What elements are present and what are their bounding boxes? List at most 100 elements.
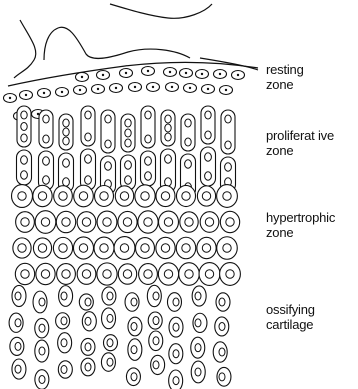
proliferative-nucleus <box>225 141 231 149</box>
hypertrophic-nucleus <box>182 244 190 252</box>
resting-nucleus <box>25 94 27 96</box>
hypertrophic-nucleus <box>21 270 29 278</box>
hypertrophic-nucleus <box>123 270 131 278</box>
hypertrophic-nucleus <box>59 192 67 200</box>
proliferative-nucleus <box>225 163 232 171</box>
ossifying-nucleus <box>131 373 137 381</box>
hypertrophic-nucleus <box>100 192 108 200</box>
ossifying-nucleus <box>61 292 67 300</box>
resting-nucleus <box>185 72 187 74</box>
hypertrophic-nucleus <box>223 192 231 200</box>
resting-nucleus <box>147 70 149 72</box>
ossifying-nucleus <box>173 323 179 331</box>
ossifying-nucleus <box>173 298 179 306</box>
proliferative-column <box>17 150 32 185</box>
hypertrophic-nucleus <box>164 218 172 226</box>
proliferative-nucleus <box>43 176 50 184</box>
hypertrophic-nucleus <box>161 244 169 252</box>
proliferative-nucleus <box>105 140 111 148</box>
ossifying-nucleus <box>39 324 45 332</box>
ossifying-nucleus <box>173 377 179 385</box>
hypertrophic-nucleus <box>185 270 193 278</box>
ossifying-nucleus <box>153 292 159 300</box>
ossifying-nucleus <box>15 342 21 350</box>
resting-nucleus <box>97 88 99 90</box>
resting-nucleus <box>61 91 63 93</box>
ossifying-nucleus <box>61 365 67 373</box>
hypertrophic-nucleus <box>141 192 149 200</box>
ossifying-nucleus <box>85 343 91 351</box>
ossifying-nucleus <box>85 363 91 371</box>
proliferative-nucleus <box>165 133 171 141</box>
resting-nucleus <box>79 89 81 91</box>
proliferative-nucleus <box>43 157 50 165</box>
hypertrophic-nucleus <box>41 218 49 226</box>
hypertrophic-nucleus <box>182 192 190 200</box>
hypertrophic-nucleus <box>62 270 70 278</box>
resting-nucleus <box>125 72 127 74</box>
ossifying-nucleus <box>131 298 137 306</box>
resting-nucleus <box>207 88 209 90</box>
label-proliferative-zone: proliferat ive zone <box>266 128 334 158</box>
ossifying-nucleus <box>173 350 179 358</box>
hypertrophic-nucleus <box>103 270 111 278</box>
hypertrophic-nucleus <box>41 270 49 278</box>
hypertrophic-nucleus <box>59 244 67 252</box>
ossifying-nucleus <box>85 298 91 306</box>
ossifying-nucleus <box>153 337 159 345</box>
proliferative-nucleus <box>205 153 212 161</box>
proliferative-nucleus <box>21 156 28 164</box>
proliferative-nucleus <box>85 155 92 163</box>
hypertrophic-nucleus <box>82 270 90 278</box>
ossifying-nucleus <box>15 292 21 300</box>
resting-nucleus <box>152 86 154 88</box>
resting-nucleus <box>189 87 191 89</box>
hypertrophic-nucleus <box>226 218 234 226</box>
proliferative-nucleus <box>185 119 191 127</box>
ossifying-nucleus <box>39 347 45 355</box>
resting-nucleus <box>43 92 45 94</box>
resting-nucleus <box>134 86 136 88</box>
proliferative-nucleus <box>125 176 132 184</box>
resting-nucleus <box>81 76 83 78</box>
proliferative-nucleus <box>105 115 111 123</box>
proliferative-nucleus <box>125 129 131 137</box>
proliferative-nucleus <box>21 123 27 131</box>
proliferative-nucleus <box>63 137 69 145</box>
hypertrophic-nucleus <box>18 192 26 200</box>
ossifying-nucleus <box>61 339 67 347</box>
resting-nucleus <box>102 74 104 76</box>
resting-nucleus <box>225 89 227 91</box>
hypertrophic-nucleus <box>185 218 193 226</box>
resting-nucleus <box>171 86 173 88</box>
ossifying-nucleus <box>15 365 21 373</box>
proliferative-nucleus <box>205 111 211 119</box>
ossifying-nucleus <box>195 292 201 300</box>
resting-nucleus <box>115 87 117 89</box>
ossifying-nucleus <box>195 368 201 376</box>
hypertrophic-nucleus <box>79 244 87 252</box>
ossifying-nucleus <box>107 292 113 300</box>
proliferative-nucleus <box>21 134 27 142</box>
ossifying-nucleus <box>107 339 113 347</box>
proliferative-nucleus <box>63 119 69 127</box>
ossifying-nucleus <box>219 322 225 330</box>
proliferative-nucleus <box>165 124 171 132</box>
hypertrophic-nucleus <box>141 244 149 252</box>
hypertrophic-nucleus <box>202 244 210 252</box>
ossifying-nucleus <box>195 344 201 352</box>
proliferative-nucleus <box>85 133 91 141</box>
proliferative-nucleus <box>145 111 151 119</box>
hypertrophic-nucleus <box>21 218 29 226</box>
hypertrophic-nucleus <box>100 244 108 252</box>
ossifying-nucleus <box>131 346 137 354</box>
proliferative-nucleus <box>205 131 211 139</box>
proliferative-nucleus <box>21 171 28 179</box>
proliferative-nucleus <box>105 162 112 170</box>
proliferative-nucleus <box>185 138 191 146</box>
ossifying-nucleus <box>153 317 159 325</box>
proliferative-nucleus <box>165 155 172 163</box>
hypertrophic-nucleus <box>226 270 234 278</box>
ossifying-nucleus <box>219 348 225 356</box>
ossifying-nucleus <box>219 373 225 381</box>
